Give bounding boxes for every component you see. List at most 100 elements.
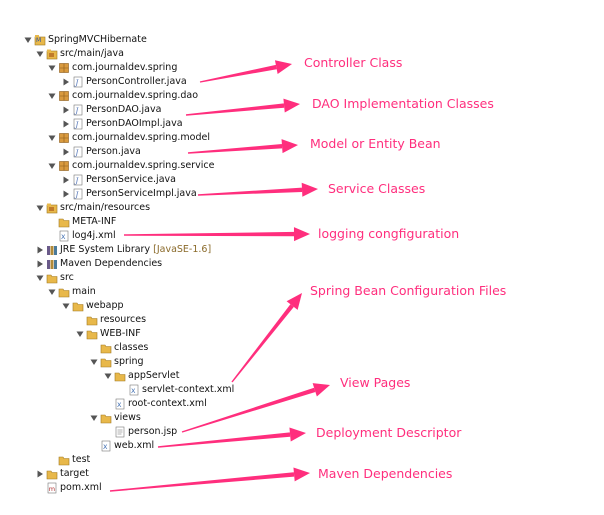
folder-icon	[114, 370, 126, 382]
package-icon	[58, 90, 70, 102]
collapsed-arrow-icon[interactable]	[62, 148, 70, 156]
folder-icon	[100, 356, 112, 368]
annotation-label: View Pages	[340, 375, 411, 390]
xml-file-icon: X	[128, 384, 140, 396]
annotation-arrow	[157, 427, 306, 448]
expanded-arrow-icon[interactable]	[48, 162, 56, 170]
annotation-label: Maven Dependencies	[318, 466, 453, 481]
tree-item-label: root-context.xml	[128, 398, 207, 409]
tree-item-label: views	[114, 412, 141, 423]
expanded-arrow-icon[interactable]	[36, 204, 44, 212]
tree-item-label: servlet-context.xml	[142, 384, 235, 395]
tree-item-label: classes	[114, 342, 149, 353]
maven-file-icon: m	[46, 482, 58, 494]
collapsed-arrow-icon[interactable]	[62, 78, 70, 86]
collapsed-arrow-icon[interactable]	[36, 470, 44, 478]
collapsed-arrow-icon[interactable]	[62, 106, 70, 114]
tree-item-label: PersonService.java	[86, 174, 176, 185]
annotation-arrow	[197, 182, 318, 197]
svg-text:X: X	[131, 387, 136, 395]
annotation-label: Controller Class	[304, 55, 403, 70]
folder-icon	[72, 300, 84, 312]
tree-item-label: src/main/java	[60, 48, 124, 59]
tree-item-label: SpringMVCHibernate	[48, 34, 147, 45]
src-folder-icon	[46, 202, 58, 214]
collapsed-arrow-icon[interactable]	[36, 260, 44, 268]
annotation-label: Spring Bean Configuration Files	[310, 283, 507, 298]
svg-text:J: J	[74, 107, 80, 115]
folder-icon	[86, 328, 98, 340]
svg-text:M: M	[36, 37, 41, 44]
annotation-arrow	[231, 293, 302, 383]
tree-item-label: pom.xml	[60, 482, 102, 493]
library-icon	[46, 258, 58, 270]
tree-item-label: PersonDAO.java	[86, 104, 162, 115]
expanded-arrow-icon[interactable]	[48, 288, 56, 296]
xml-file-icon: X	[100, 440, 112, 452]
svg-text:X: X	[61, 233, 66, 241]
annotation-arrow	[185, 98, 300, 116]
java-file-icon: J	[72, 76, 84, 88]
folder-icon	[46, 272, 58, 284]
collapsed-arrow-icon[interactable]	[62, 120, 70, 128]
expanded-arrow-icon[interactable]	[36, 50, 44, 58]
java-file-icon: J	[72, 146, 84, 158]
java-file-icon: J	[72, 174, 84, 186]
package-icon	[58, 62, 70, 74]
tree-item-label: Person.java	[86, 146, 141, 157]
tree-item-label: person.jsp	[128, 426, 178, 437]
annotation-label: Service Classes	[328, 181, 426, 196]
expanded-arrow-icon[interactable]	[90, 414, 98, 422]
expanded-arrow-icon[interactable]	[90, 358, 98, 366]
jsp-file-icon	[114, 426, 126, 438]
svg-text:J: J	[74, 177, 80, 185]
tree-item-label: PersonServiceImpl.java	[86, 188, 197, 199]
tree-item-label: JRE System Library [JavaSE-1.6]	[60, 244, 212, 255]
tree-item-label: Maven Dependencies	[60, 258, 163, 269]
tree-item-label: main	[72, 286, 96, 297]
tree-item-label: src	[60, 272, 74, 283]
tree-item-label: com.journaldev.spring	[72, 62, 178, 73]
tree-item-label: PersonDAOImpl.java	[86, 118, 183, 129]
package-icon	[58, 160, 70, 172]
annotation-arrow	[123, 227, 310, 242]
annotation-label: Deployment Descriptor	[316, 425, 462, 440]
src-folder-icon	[46, 48, 58, 60]
svg-text:J: J	[74, 191, 80, 199]
folder-icon	[58, 454, 70, 466]
tree-item-label: appServlet	[128, 370, 180, 381]
expanded-arrow-icon[interactable]	[48, 134, 56, 142]
collapsed-arrow-icon[interactable]	[62, 190, 70, 198]
annotation-arrow	[187, 139, 298, 154]
collapsed-arrow-icon[interactable]	[62, 176, 70, 184]
expanded-arrow-icon[interactable]	[24, 36, 32, 44]
folder-icon	[86, 314, 98, 326]
package-icon	[58, 132, 70, 144]
tree-item-label: com.journaldev.spring.service	[72, 160, 215, 171]
annotation-arrow	[181, 383, 330, 433]
svg-text:J: J	[74, 121, 80, 129]
tree-item-label: spring	[114, 356, 144, 367]
annotation-arrow	[199, 60, 292, 83]
expanded-arrow-icon[interactable]	[48, 92, 56, 100]
tree-item-label: target	[60, 468, 89, 479]
annotation-label: DAO Implementation Classes	[312, 96, 494, 111]
collapsed-arrow-icon[interactable]	[36, 246, 44, 254]
svg-text:m: m	[49, 485, 55, 493]
tree-item-label: web.xml	[114, 440, 155, 451]
xml-file-icon: X	[114, 398, 126, 410]
expanded-arrow-icon[interactable]	[48, 64, 56, 72]
tree-item-label: com.journaldev.spring.model	[72, 132, 210, 143]
folder-icon	[100, 412, 112, 424]
tree-item-label: webapp	[86, 300, 124, 311]
expanded-arrow-icon[interactable]	[62, 302, 70, 310]
expanded-arrow-icon[interactable]	[36, 274, 44, 282]
java-file-icon: J	[72, 104, 84, 116]
annotation-arrow	[109, 467, 310, 492]
xml-file-icon: X	[58, 230, 70, 242]
expanded-arrow-icon[interactable]	[76, 330, 84, 338]
expanded-arrow-icon[interactable]	[104, 372, 112, 380]
folder-icon	[58, 216, 70, 228]
tree-item-label: test	[72, 454, 91, 465]
